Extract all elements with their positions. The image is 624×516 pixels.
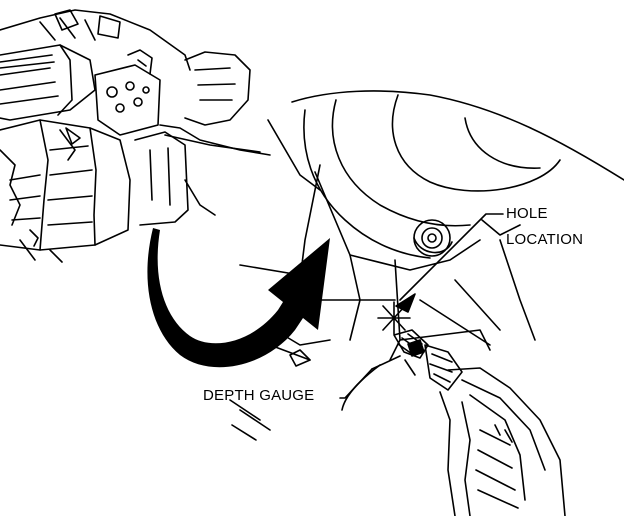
hole-location-label-line1: HOLE	[506, 205, 548, 222]
drill	[393, 329, 566, 516]
hvac-housing-assembly	[0, 9, 271, 263]
hole-location-label-line2: LOCATION	[506, 231, 584, 248]
curved-arrow	[147, 228, 330, 368]
leader-lines	[339, 213, 504, 399]
hole-location-marker	[377, 293, 416, 335]
depth-gauge-label: DEPTH GAUGE	[203, 387, 315, 404]
dash-panel	[229, 90, 624, 441]
